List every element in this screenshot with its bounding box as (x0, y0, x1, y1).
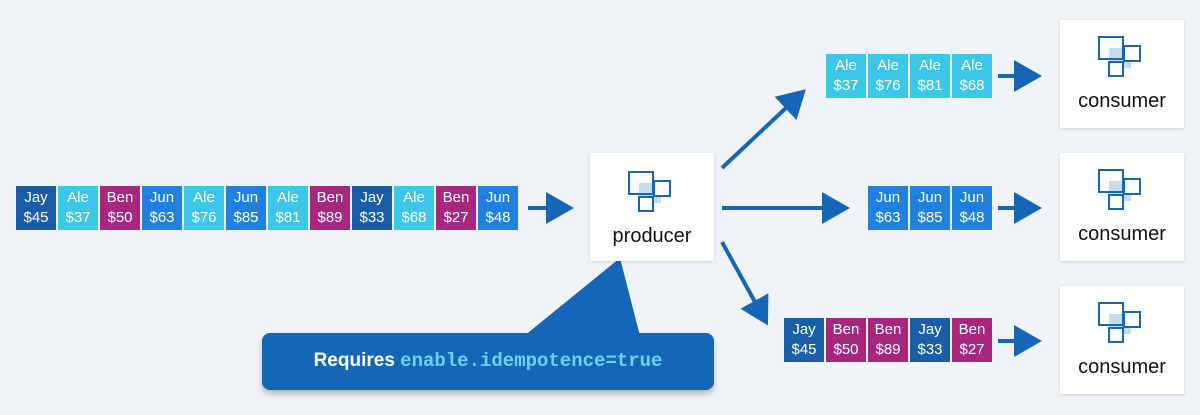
record-name: Ben (316, 189, 344, 206)
record-cell: Jay $45 (16, 186, 56, 230)
record-cell: Ben $27 (952, 318, 992, 362)
record-cell: Ben $50 (100, 186, 140, 230)
record-name: Ale (877, 57, 899, 74)
arrow-producer-to-partition-3 (720, 241, 769, 326)
record-name: Ale (403, 189, 425, 206)
record-amount: $50 (107, 209, 133, 226)
record-name: Ale (193, 189, 215, 206)
record-amount: $81 (917, 77, 943, 94)
consumer-icon (1098, 36, 1141, 77)
record-name: Jay (360, 189, 384, 206)
record-cell: Jun $48 (478, 186, 518, 230)
record-cell: Ale $81 (910, 54, 950, 98)
record-cell: Ale $37 (826, 54, 866, 98)
record-amount: $63 (149, 209, 175, 226)
partition-2-records: Jun $63 Jun $85 Jun $48 (868, 186, 992, 230)
consumer-icon (1098, 302, 1141, 343)
producer-icon (628, 171, 671, 212)
record-cell: Ben $89 (868, 318, 908, 362)
callout-config-code: enable.idempotence=true (400, 350, 663, 372)
record-amount: $50 (833, 341, 859, 358)
record-amount: $85 (233, 209, 259, 226)
record-name: Jun (959, 189, 985, 206)
record-cell: Ale $68 (952, 54, 992, 98)
record-amount: $37 (833, 77, 859, 94)
record-name: Jun (233, 189, 259, 206)
record-cell: Jay $33 (352, 186, 392, 230)
record-amount: $68 (401, 209, 427, 226)
consumer-label: consumer (1078, 90, 1166, 112)
record-name: Ben (874, 321, 902, 338)
arrow-producer-to-partition-1 (720, 89, 806, 170)
producer-label: producer (612, 225, 692, 247)
record-amount: $33 (917, 341, 943, 358)
record-cell: Ale $76 (868, 54, 908, 98)
producer-box[interactable]: producer (590, 153, 714, 261)
record-name: Ben (832, 321, 860, 338)
consumer-label: consumer (1078, 223, 1166, 245)
consumer-icon (1098, 169, 1141, 210)
partition-1-records: Ale $37 Ale $76 Ale $81 Ale $68 (826, 54, 992, 98)
record-name: Jay (918, 321, 942, 338)
record-name: Jun (485, 189, 511, 206)
record-amount: $68 (959, 77, 985, 94)
record-amount: $48 (485, 209, 511, 226)
record-name: Jay (24, 189, 48, 206)
callout-text: Requires enable.idempotence=true (262, 350, 714, 372)
record-name: Jun (875, 189, 901, 206)
record-amount: $48 (959, 209, 985, 226)
record-name: Ale (67, 189, 89, 206)
record-amount: $27 (443, 209, 469, 226)
record-amount: $76 (875, 77, 901, 94)
record-name: Jun (149, 189, 175, 206)
record-cell: Ben $89 (310, 186, 350, 230)
record-cell: Ale $76 (184, 186, 224, 230)
record-amount: $76 (191, 209, 217, 226)
consumer-label: consumer (1078, 356, 1166, 378)
record-amount: $89 (875, 341, 901, 358)
record-name: Jun (917, 189, 943, 206)
record-name: Ben (106, 189, 134, 206)
record-name: Ben (958, 321, 986, 338)
record-cell: Ale $68 (394, 186, 434, 230)
record-cell: Jay $45 (784, 318, 824, 362)
consumer-box-1[interactable]: consumer (1060, 20, 1184, 128)
record-amount: $45 (791, 341, 817, 358)
record-name: Jay (792, 321, 816, 338)
record-cell: Ale $81 (268, 186, 308, 230)
record-name: Ale (919, 57, 941, 74)
record-amount: $63 (875, 209, 901, 226)
record-cell: Jun $48 (952, 186, 992, 230)
record-name: Ale (835, 57, 857, 74)
record-amount: $45 (23, 209, 49, 226)
input-record-stream: Jay $45 Ale $37 Ben $50 Jun $63 Ale $76 Jun $85 Ale $… (16, 186, 520, 230)
callout-pointer (524, 258, 640, 336)
record-cell: Jun $63 (868, 186, 908, 230)
record-cell: Ben $27 (436, 186, 476, 230)
consumer-box-2[interactable]: consumer (1060, 153, 1184, 261)
record-amount: $81 (275, 209, 301, 226)
record-cell: Ale $37 (58, 186, 98, 230)
record-name: Ben (442, 189, 470, 206)
record-cell: Jun $85 (910, 186, 950, 230)
record-name: Ale (961, 57, 983, 74)
record-amount: $89 (317, 209, 343, 226)
record-amount: $27 (959, 341, 985, 358)
record-cell: Jun $63 (142, 186, 182, 230)
record-amount: $85 (917, 209, 943, 226)
record-cell: Jay $33 (910, 318, 950, 362)
record-cell: Jun $85 (226, 186, 266, 230)
consumer-box-3[interactable]: consumer (1060, 286, 1184, 394)
record-amount: $33 (359, 209, 385, 226)
idempotence-callout: Requires enable.idempotence=true (262, 333, 714, 390)
record-cell: Ben $50 (826, 318, 866, 362)
callout-prefix: Requires (313, 350, 395, 371)
record-amount: $37 (65, 209, 91, 226)
record-name: Ale (277, 189, 299, 206)
partition-3-records: Jay $45 Ben $50 Ben $89 Jay $33 Ben $27 (784, 318, 992, 362)
